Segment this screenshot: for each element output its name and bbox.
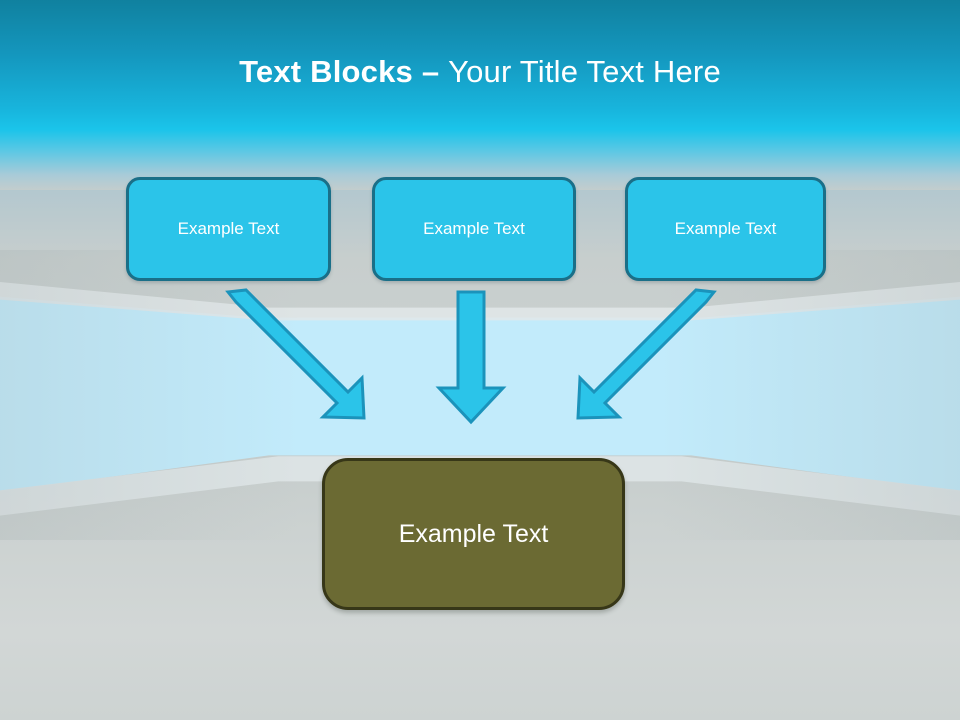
page-title-normal: Your Title Text Here	[448, 54, 721, 89]
page-title: Text Blocks – Your Title Text Here	[0, 52, 960, 92]
text-block-2[interactable]: Example Text	[372, 177, 576, 281]
page-title-bold: Text Blocks	[239, 54, 413, 89]
text-block-2-label: Example Text	[423, 219, 525, 238]
text-block-3-label: Example Text	[674, 219, 777, 238]
result-text-block-label: Example Text	[398, 519, 549, 548]
background-corner-left	[0, 250, 300, 540]
background-corner-right	[660, 250, 960, 540]
result-text-block[interactable]: Example Text	[322, 458, 625, 610]
text-block-1-label: Example Text	[177, 219, 280, 238]
text-block-1[interactable]: Example Text	[126, 177, 331, 281]
background-sky-gradient	[0, 0, 960, 190]
text-block-3[interactable]: Example Text	[625, 177, 826, 281]
page-title-dash: –	[413, 54, 449, 89]
